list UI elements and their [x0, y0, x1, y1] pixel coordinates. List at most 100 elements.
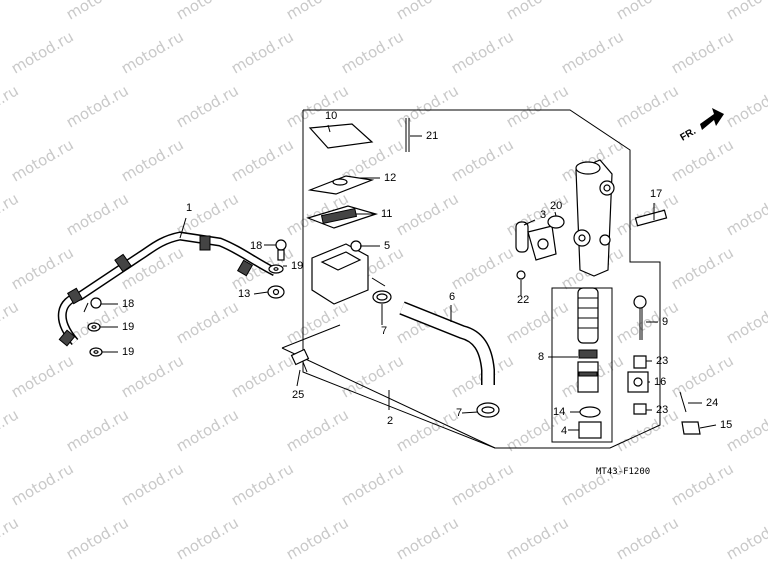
callout-label: 19 — [122, 321, 134, 333]
callout-leader — [327, 124, 331, 133]
watermark-text: motod.ru — [393, 189, 462, 239]
callout-label: 21 — [426, 130, 438, 142]
watermark-text: motod.ru — [448, 27, 517, 77]
watermark-text: motod.ru — [8, 351, 77, 401]
watermark-text: motod.ru — [0, 189, 22, 239]
callout-label: 3 — [540, 209, 546, 221]
watermark-text: motod.ru — [338, 351, 407, 401]
watermark-text: motod.ru — [448, 243, 517, 293]
callout-label: 12 — [384, 172, 396, 184]
hose-part — [57, 231, 278, 347]
watermark-text: motod.ru — [448, 459, 517, 509]
callout-label: 14 — [553, 406, 565, 418]
watermark-text: motod.ru — [338, 459, 407, 509]
watermark-text: motod.ru — [283, 0, 352, 23]
callout-label: 6 — [449, 291, 455, 303]
callout-label: 15 — [720, 419, 732, 431]
watermark-text: motod.ru — [613, 81, 682, 131]
watermark-text: motod.ru — [723, 0, 768, 23]
piston-kit — [551, 287, 613, 443]
watermark-text: motod.ru — [613, 513, 682, 563]
diagram-code: MT43-F1200 — [596, 467, 650, 477]
callout-label: 22 — [517, 294, 529, 306]
watermark-text: motod.ru — [8, 27, 77, 77]
callout-leader — [461, 411, 479, 414]
callout-label: 19 — [291, 260, 303, 272]
watermark-text: motod.ru — [558, 27, 627, 77]
watermark-text: motod.ru — [173, 405, 242, 455]
watermark-text: motod.ru — [63, 81, 132, 131]
watermark-text: motod.ru — [723, 81, 768, 131]
watermark-text: motod.ru — [118, 27, 187, 77]
watermark-text: motod.ru — [338, 27, 407, 77]
watermark-text: motod.ru — [228, 27, 297, 77]
watermark-text: motod.ru — [393, 513, 462, 563]
watermark-text: motod.ru — [0, 81, 22, 131]
watermark-text: motod.ru — [503, 81, 572, 131]
reservoir-stack — [306, 123, 386, 305]
callout-leader — [296, 369, 301, 387]
clamps-and-hose — [372, 290, 500, 418]
callout-leader — [523, 219, 536, 226]
callout-label: 20 — [550, 200, 562, 212]
watermark-text: motod.ru — [63, 189, 132, 239]
watermark-text: motod.ru — [668, 459, 737, 509]
callout-label: 16 — [654, 376, 666, 388]
watermark-text: motod.ru — [0, 0, 22, 23]
watermark-text: motod.ru — [63, 405, 132, 455]
callout-labels: 1234567789101112131415161718181919192021… — [122, 110, 732, 437]
watermark-text: motod.ru — [228, 135, 297, 185]
watermark-text: motod.ru — [8, 243, 77, 293]
callout-leaders — [100, 124, 717, 431]
watermark-text: motod.ru — [173, 81, 242, 131]
watermark-text: motod.ru — [228, 351, 297, 401]
front-marker: FR. — [678, 126, 698, 144]
callout-leader — [554, 211, 557, 217]
watermark-text: motod.ru — [503, 513, 572, 563]
watermark-text: motod.ru — [8, 459, 77, 509]
callout-leader — [253, 291, 269, 295]
callout-label: 1 — [186, 202, 192, 214]
callout-label: 11 — [381, 208, 392, 220]
bolts-washers-left — [83, 239, 310, 373]
callout-label: 4 — [561, 425, 567, 437]
watermark-text: motod.ru — [613, 0, 682, 23]
master-cylinder-body — [515, 159, 615, 280]
watermark-text: motod.ru — [393, 81, 462, 131]
callout-leader — [179, 217, 187, 239]
callout-label: 18 — [250, 240, 262, 252]
watermark-text: motod.ru — [173, 297, 242, 347]
callout-label: 19 — [122, 346, 134, 358]
watermark-text: motod.ru — [503, 297, 572, 347]
watermark-text: motod.ru — [118, 135, 187, 185]
watermark-text: motod.ru — [118, 351, 187, 401]
callout-label: 18 — [122, 298, 134, 310]
watermark-text: motod.ru — [283, 405, 352, 455]
watermark-text: motod.ru — [173, 0, 242, 23]
watermark-text: motod.ru — [723, 189, 768, 239]
watermark-text: motod.ru — [503, 0, 572, 23]
watermark-text: motod.ru — [283, 513, 352, 563]
callout-label: 23 — [656, 404, 668, 416]
watermark-text: motod.ru — [393, 0, 462, 23]
callout-label: 25 — [292, 389, 304, 401]
callout-label: 7 — [456, 407, 462, 419]
callout-label: 7 — [381, 325, 387, 337]
watermark-text: motod.ru — [448, 135, 517, 185]
callout-label: 17 — [650, 188, 662, 200]
front-arrow — [700, 108, 724, 130]
watermark-text: motod.ru — [668, 27, 737, 77]
watermark-text: motod.ru — [668, 351, 737, 401]
watermark-text: motod.ru — [0, 405, 22, 455]
watermark-text: motod.ru — [283, 297, 352, 347]
callout-label: 9 — [662, 316, 668, 328]
callout-label: 23 — [656, 355, 668, 367]
watermark-text: motod.ru — [668, 135, 737, 185]
pushrod-parts — [405, 118, 701, 435]
callout-label: 10 — [325, 110, 337, 122]
watermark-text: motod.ru — [723, 297, 768, 347]
callout-label: 5 — [384, 240, 390, 252]
callout-label: 13 — [238, 288, 250, 300]
watermark-text: motod.ru — [118, 459, 187, 509]
